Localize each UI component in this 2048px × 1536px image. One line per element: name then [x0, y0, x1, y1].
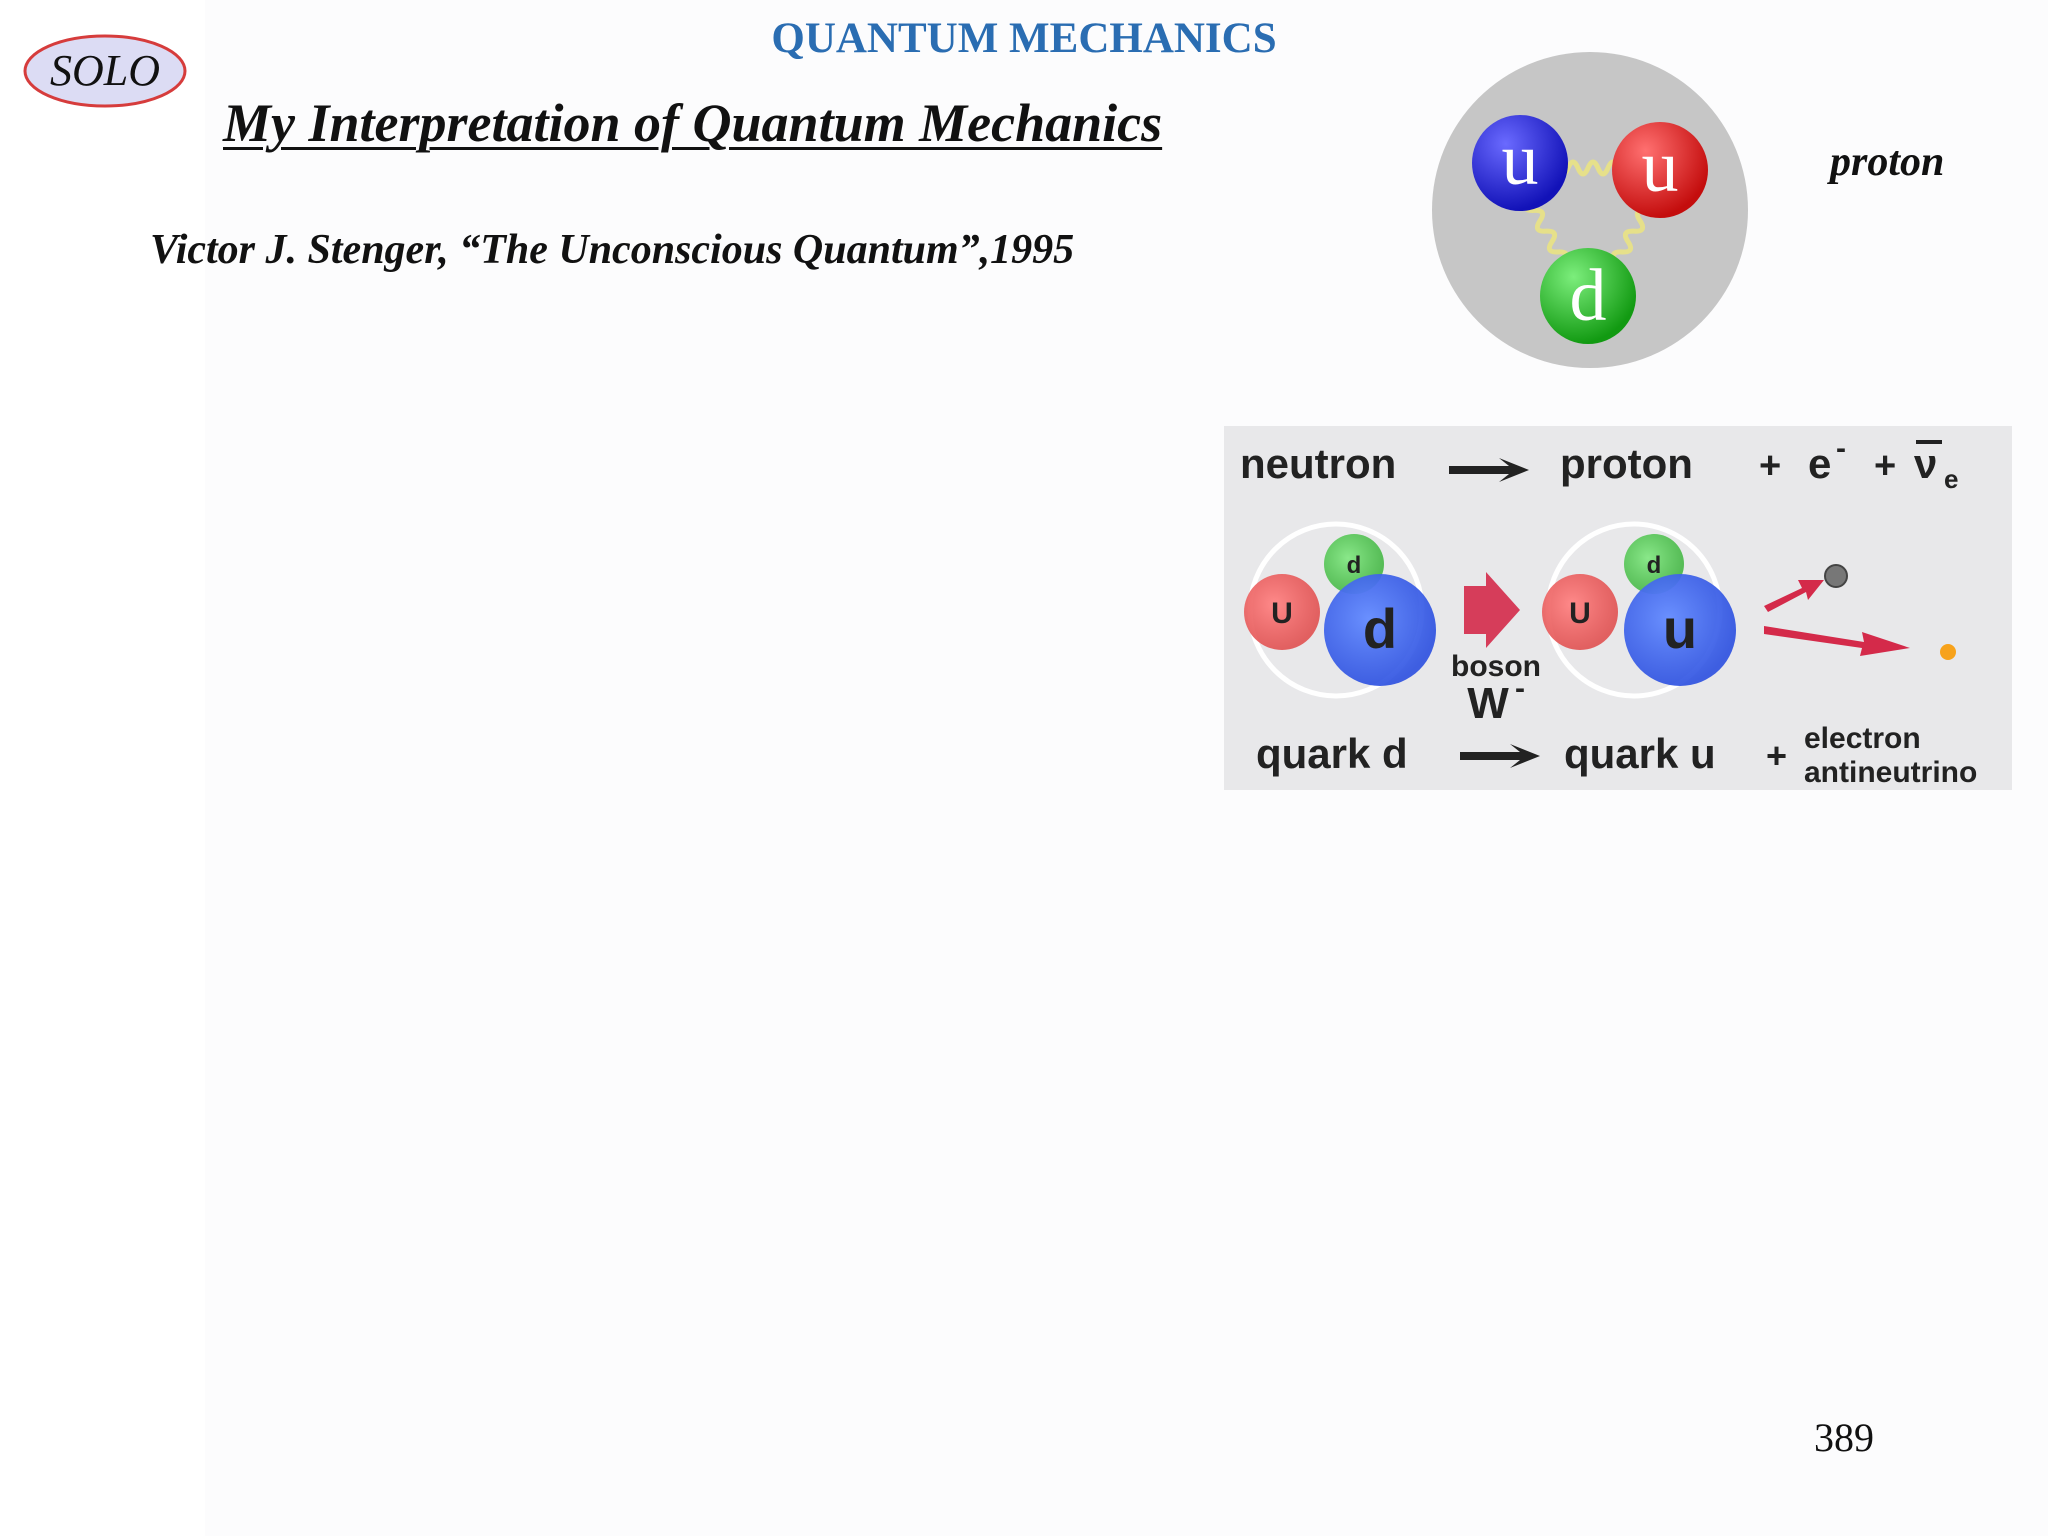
page-number: 389 — [1814, 1414, 1874, 1461]
bottom-quark-d: quark d — [1256, 730, 1408, 777]
equation-proton: proton — [1560, 440, 1693, 487]
slide-title: My Interpretation of Quantum Mechanics — [223, 92, 1162, 154]
beta-decay-diagram: neutron proton + e - + ν e U d d boson W… — [1224, 426, 2012, 790]
quark-label: d — [1363, 597, 1397, 660]
equation-neutrino: ν — [1914, 440, 1937, 487]
proton-label: proton — [1830, 138, 1944, 186]
quark-label: u — [1663, 597, 1697, 660]
antineutrino-particle — [1940, 644, 1956, 660]
quark-label: u — [1502, 119, 1539, 201]
bottom-plus: + — [1766, 735, 1787, 776]
quark-label: d — [1347, 552, 1362, 579]
citation: Victor J. Stenger, “The Unconscious Quan… — [150, 226, 1074, 274]
quark-label: U — [1569, 597, 1591, 630]
equation-plus: + — [1874, 445, 1896, 487]
bottom-electron: electron — [1804, 722, 1921, 755]
equation-neutron: neutron — [1240, 440, 1396, 487]
electron-particle — [1825, 565, 1847, 587]
quark-label: u — [1642, 126, 1679, 208]
equation-electron-charge: - — [1836, 432, 1846, 465]
bottom-antineutrino: antineutrino — [1804, 756, 1977, 789]
quark-label: U — [1271, 597, 1293, 630]
boson-charge: - — [1515, 672, 1525, 705]
equation-plus: + — [1759, 445, 1781, 487]
equation-neutrino-sub: e — [1944, 464, 1958, 494]
proton-quark-diagram: u u d — [1430, 50, 1760, 380]
quark-label: d — [1570, 255, 1607, 337]
equation-electron: e — [1808, 440, 1831, 487]
quark-label: d — [1647, 552, 1662, 579]
bottom-quark-u: quark u — [1564, 730, 1716, 777]
boson-symbol: W — [1467, 679, 1509, 728]
